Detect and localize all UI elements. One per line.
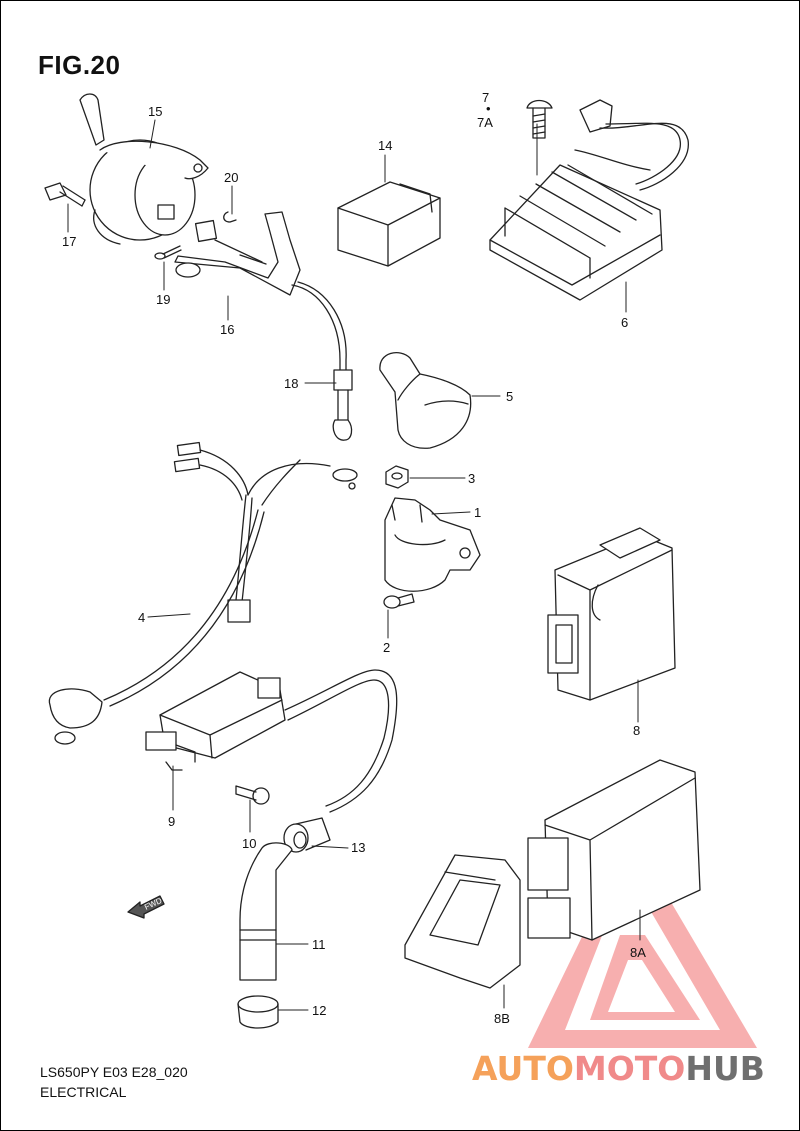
callout-10: 10: [242, 836, 256, 851]
callout-17: 17: [62, 234, 76, 249]
part-15-horn: [79, 93, 209, 245]
part-17-bolt: [44, 182, 86, 207]
watermark-part-3: HUB: [685, 1049, 765, 1088]
fwd-arrow-icon: FWD: [127, 895, 165, 919]
watermark-part-1: AUTO: [472, 1049, 574, 1088]
part-20-clip: [223, 211, 237, 223]
callout-14: 14: [378, 138, 392, 153]
part-7-screw: [526, 99, 553, 139]
part-2-screw: [383, 593, 415, 609]
figure-title: FIG.20: [38, 50, 121, 80]
part-19-screw: [154, 245, 182, 260]
callout-12: 12: [312, 1003, 326, 1018]
part-5-cover: [379, 352, 472, 449]
callout-18: 18: [284, 376, 298, 391]
callout-4: 4: [138, 610, 145, 625]
part-9-ignition-coil: [145, 669, 398, 813]
part-8b-cover: [404, 854, 521, 989]
callout-8b: 8B: [494, 1011, 510, 1026]
callout-11: 11: [312, 937, 326, 952]
callout-13: 13: [351, 840, 365, 855]
part-6-regulator: [489, 99, 689, 301]
model-code: LS650PY E03 E28_020: [40, 1064, 188, 1080]
part-3-nut: [385, 465, 409, 489]
watermark-part-2: MOTO: [573, 1049, 686, 1088]
callout-5: 5: [506, 389, 513, 404]
part-8a-igniter: [527, 759, 701, 941]
callout-9: 9: [168, 814, 175, 829]
callout-1: 1: [474, 505, 481, 520]
watermark-logo-icon: [528, 875, 757, 1048]
part-4-harness: [48, 441, 358, 745]
callout-labels: 15 20 17 19 16 18 14 7 • 7A 6 5 3 1 4 2 …: [62, 90, 646, 1026]
callout-2: 2: [383, 640, 390, 655]
callout-20: 20: [224, 170, 238, 185]
part-11-plug-cap: [239, 842, 293, 981]
part-16-bracket: [174, 211, 301, 296]
part-14-relay: [337, 181, 441, 267]
callout-7: 7: [482, 90, 489, 105]
callout-6: 6: [621, 315, 628, 330]
part-12-seal: [237, 995, 279, 1029]
part-18-switch: [291, 281, 353, 441]
part-8-igniter: [547, 527, 676, 701]
callout-7a: 7A: [477, 115, 493, 130]
watermark-text: AUTOMOTOHUB: [472, 1049, 765, 1088]
part-10-screw: [235, 785, 270, 805]
callout-15: 15: [148, 104, 162, 119]
callout-8: 8: [633, 723, 640, 738]
part-1-starter-relay: [384, 497, 481, 592]
callout-19: 19: [156, 292, 170, 307]
section-name: ELECTRICAL: [40, 1084, 127, 1100]
callout-8a: 8A: [630, 945, 646, 960]
part-13-cap: [283, 817, 331, 853]
callout-3: 3: [468, 471, 475, 486]
callout-leaders: [67, 119, 641, 1011]
callout-dot: •: [486, 101, 491, 116]
callout-16: 16: [220, 322, 234, 337]
